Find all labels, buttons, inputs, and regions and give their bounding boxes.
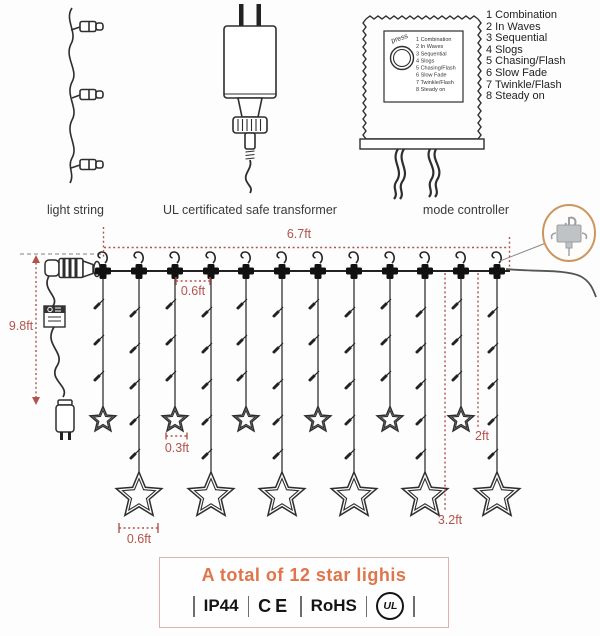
big-star-width-label: 0.6ft xyxy=(126,532,152,546)
controller-mode-item: 6 Slow Fade xyxy=(416,73,447,79)
controller-mode-item: 1 Combination xyxy=(416,37,451,43)
mode-item: 5 Chasing/Flash xyxy=(486,55,566,68)
mode-item: 4 Slogs xyxy=(486,43,523,56)
controller-mode-item: 2 In Waves xyxy=(416,44,444,50)
inline-controller-icon xyxy=(43,305,66,328)
long-drops xyxy=(138,278,498,472)
transformer-icon xyxy=(223,4,277,194)
badge-separator xyxy=(193,595,195,617)
summary-box: A total of 12 star lighis IP44 CE RoHS U… xyxy=(159,557,449,628)
curtain-diagram xyxy=(20,204,597,533)
badge-separator xyxy=(247,595,250,617)
mode-item: 3 Sequential xyxy=(486,32,548,45)
controller-mode-list: 1 Combination 2 In Waves 3 Sequential 4 … xyxy=(416,37,456,93)
big-star-icon xyxy=(402,472,448,515)
mode-item: 2 In Waves xyxy=(486,20,541,33)
long-drop-label: 3.2ft xyxy=(437,513,463,527)
mode-item: 8 Steady on xyxy=(486,90,545,103)
small-star-icon xyxy=(377,407,403,431)
lead-length-label: 9.8ft xyxy=(8,319,34,333)
connector-icon xyxy=(44,257,105,279)
hook-icon xyxy=(550,216,588,256)
light-string-label: light string xyxy=(47,203,104,217)
measure-arrow-up xyxy=(32,255,40,263)
mode-item: 1 Combination xyxy=(486,9,557,21)
transformer-label: UL certificated safe transformer xyxy=(163,203,337,217)
badge-separator xyxy=(300,595,302,617)
lead-wire xyxy=(46,275,66,398)
big-star-icon xyxy=(331,472,377,515)
badge-separator xyxy=(365,595,368,617)
small-star-icon xyxy=(90,407,116,431)
plug-icon xyxy=(55,399,75,440)
controller-mode-item: 5 Chasing/Flash xyxy=(416,66,456,72)
big-star-icon xyxy=(116,472,162,515)
controller-mode-item: 4 Slogs xyxy=(416,58,435,64)
summary-title: A total of 12 star lighis xyxy=(201,564,407,585)
big-star-icon xyxy=(259,472,305,515)
bulb-icon xyxy=(70,158,104,171)
ip44-badge: IP44 xyxy=(203,596,239,616)
measurement-lines xyxy=(35,227,511,533)
mode-controller-icon: press 1 Combination 2 In Waves 3 Sequent… xyxy=(359,15,485,200)
controller-mode-item: 7 Twinkle/Flash xyxy=(416,80,454,86)
mode-list: 1 Combination 2 In Waves 3 Sequential 4 … xyxy=(486,9,566,103)
ul-badge: UL xyxy=(376,592,405,621)
big-star-icon xyxy=(474,472,520,515)
measure-arrow-down xyxy=(32,397,40,405)
big-star-icon xyxy=(188,472,234,515)
bulb-icon xyxy=(71,88,104,101)
mode-controller-label: mode controller xyxy=(422,203,510,217)
total-width-label: 6.7ft xyxy=(286,227,312,241)
ce-badge: CE xyxy=(258,595,292,616)
mode-item: 7 Twinkle/Flash xyxy=(486,78,562,91)
light-string-icon xyxy=(68,7,104,184)
small-star-icon xyxy=(233,407,259,431)
small-star-icon xyxy=(162,407,188,431)
clip-hooks xyxy=(94,251,506,280)
rohs-badge: RoHS xyxy=(310,596,357,616)
hook-callout xyxy=(499,204,596,262)
short-drop-label: 2ft xyxy=(475,429,489,443)
small-star-width-label: 0.3ft xyxy=(164,441,190,455)
small-star-icon xyxy=(448,407,474,431)
mode-item: 6 Slow Fade xyxy=(486,66,548,79)
led-ticks xyxy=(93,297,500,460)
wire-tail xyxy=(505,268,597,298)
controller-mode-item: 8 Steady on xyxy=(416,87,445,93)
press-button xyxy=(389,45,415,71)
drop-spacing-label: 0.6ft xyxy=(180,284,206,298)
controller-mode-item: 3 Sequential xyxy=(416,51,447,57)
badge-separator xyxy=(413,595,415,617)
big-stars xyxy=(116,472,520,515)
bulb-icon xyxy=(70,20,104,33)
small-star-icon xyxy=(305,407,331,431)
certification-badges: IP44 CE RoHS UL xyxy=(193,592,415,621)
